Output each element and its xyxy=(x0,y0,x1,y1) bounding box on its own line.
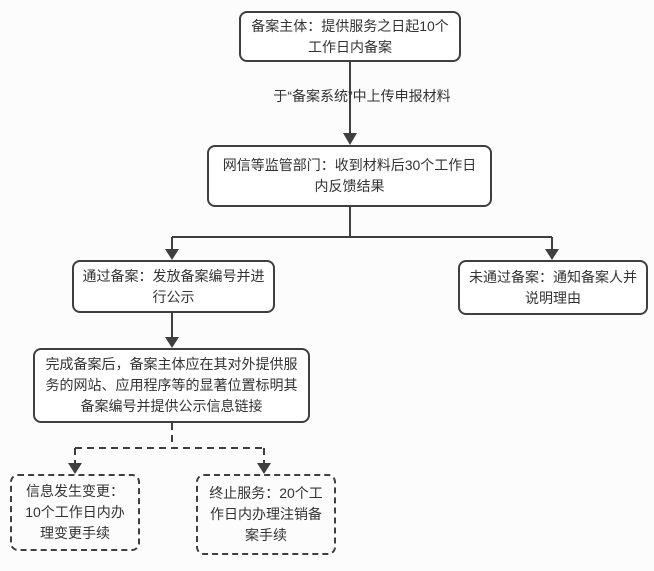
flow-node-filing-approved: 通过备案：发放备案编号并进 行公示 xyxy=(72,260,275,313)
flow-node-terminate-service: 终止服务：20个工 作日内办理注销备 案手续 xyxy=(196,474,336,555)
flow-node-filing-rejected: 未通过备案：通知备案人并 说明理由 xyxy=(458,260,648,315)
connector-dashed-split xyxy=(74,423,265,463)
arrowhead-into-terminate xyxy=(257,463,271,474)
connector-branch-split xyxy=(171,207,553,250)
flow-node-display-filing-number: 完成备案后，备案主体应在其对外提供服 务的网站、应用程序等的显著位置标明其 备案… xyxy=(33,348,310,423)
arrowhead-into-regulator xyxy=(343,133,357,145)
arrowhead-into-rejected xyxy=(545,249,559,260)
flow-node-regulator-feedback: 网信等监管部门：收到材料后30个工作日 内反馈结果 xyxy=(207,145,492,207)
arrowhead-into-change xyxy=(68,463,82,474)
edge-label-upload-materials: 于“备案系统”中上传申报材料 xyxy=(273,88,451,104)
flow-node-filing-subject: 备案主体：提供服务之日起10个 工作日内备案 xyxy=(239,11,461,62)
arrowhead-into-display xyxy=(165,337,179,348)
flow-node-info-change: 信息发生变更： 10个工作日内办 理变更手续 xyxy=(10,474,140,551)
arrowhead-into-approved xyxy=(165,249,179,260)
